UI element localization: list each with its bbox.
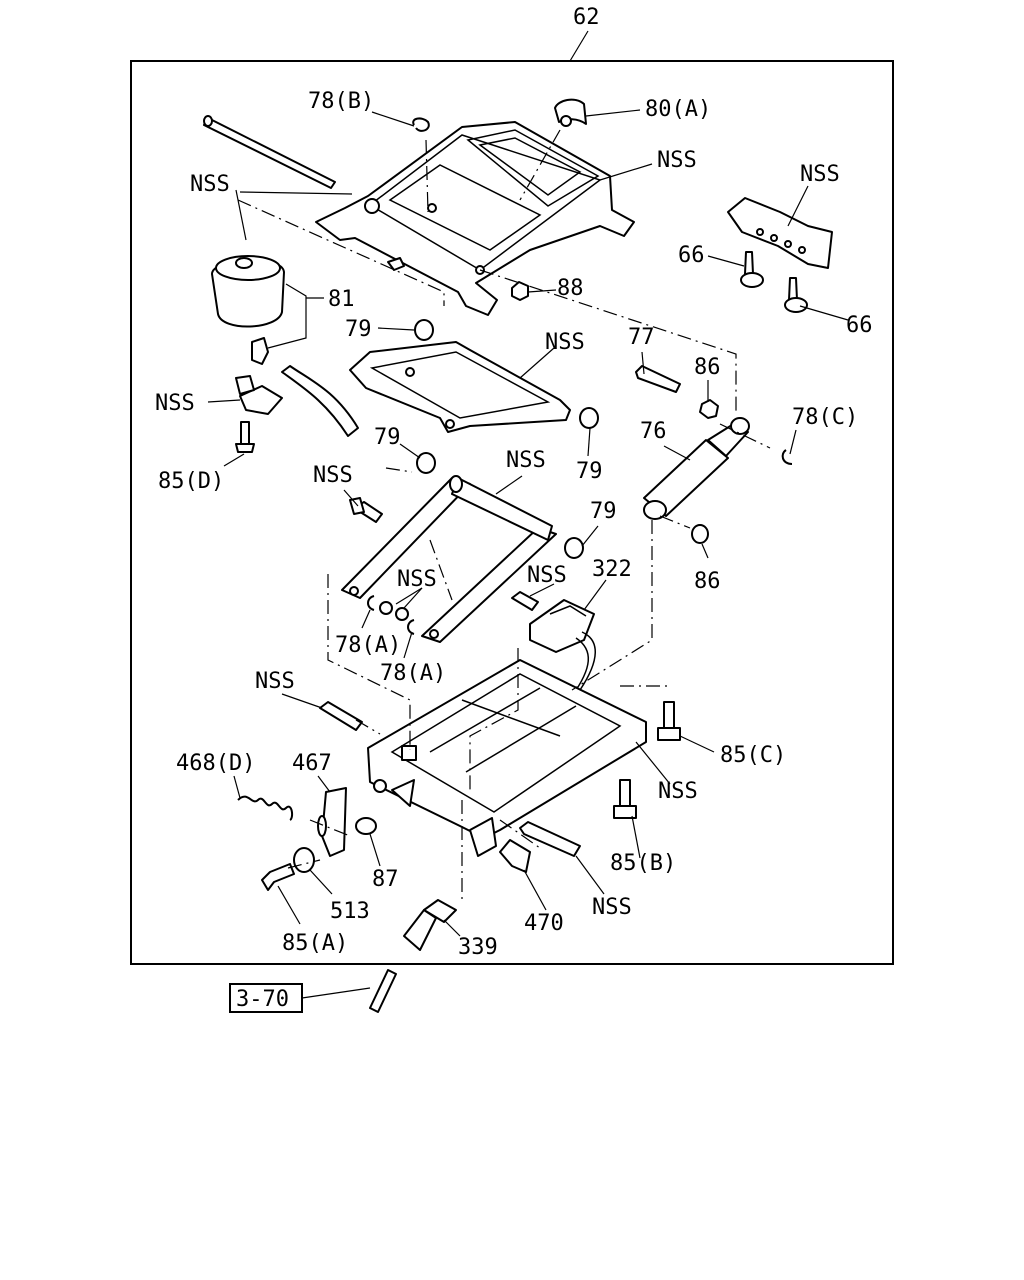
nut-86-lower — [691, 524, 709, 544]
lever-467 — [317, 787, 347, 857]
bolt-66-left — [740, 251, 764, 288]
nut-86-upper — [699, 399, 719, 419]
bushing-79-top — [414, 319, 434, 341]
fitting-339 — [403, 899, 457, 951]
leader-lines — [207, 109, 849, 999]
label-78b: 78(B) — [308, 89, 374, 114]
label-85c: 85(C) — [720, 743, 786, 768]
label-86-upper: 86 — [694, 355, 721, 380]
label-nss-shaft: NSS — [255, 669, 295, 694]
scissor-arm-assembly — [341, 475, 557, 643]
bushing-79-right — [579, 407, 599, 429]
label-513: 513 — [330, 899, 370, 924]
label-nss-bushing: NSS — [397, 567, 437, 592]
label-79-right: 79 — [576, 459, 603, 484]
clip-bracket — [235, 375, 283, 415]
clip-470 — [499, 839, 531, 873]
reference-label: 3-70 — [236, 987, 289, 1012]
valve-322 — [529, 599, 596, 697]
ring-87 — [355, 817, 377, 835]
spring-468d — [237, 795, 294, 821]
bolt-85c — [657, 701, 681, 741]
label-79-mid: 79 — [374, 425, 401, 450]
bracket-right — [727, 197, 833, 269]
bolt-85d — [235, 421, 255, 453]
label-nss-rod: NSS — [190, 172, 230, 197]
assembly-lines — [237, 129, 771, 900]
label-76: 76 — [640, 419, 667, 444]
shaft-upper — [319, 701, 363, 731]
reference-slash-mark — [369, 969, 397, 1013]
label-nss-base: NSS — [658, 779, 698, 804]
bushing-79-lower — [564, 537, 584, 559]
label-nss-clip: NSS — [155, 391, 195, 416]
label-79-top: 79 — [345, 317, 372, 342]
label-nss-bottom: NSS — [592, 895, 632, 920]
bolt-85b — [613, 779, 637, 819]
label-85a: 85(A) — [282, 931, 348, 956]
label-78c: 78(C) — [792, 405, 858, 430]
label-87: 87 — [372, 867, 399, 892]
label-77: 77 — [628, 325, 655, 350]
label-88: 88 — [557, 276, 584, 301]
e-clip-78a-right — [407, 619, 415, 635]
label-86-lower: 86 — [694, 569, 721, 594]
base-frame — [367, 659, 647, 857]
washer-513 — [293, 847, 315, 873]
label-79-lower: 79 — [590, 499, 617, 524]
bolt-85a — [261, 863, 295, 891]
label-78a-left: 78(A) — [335, 633, 401, 658]
air-spring-81 — [211, 255, 285, 365]
e-clip-78b — [412, 117, 430, 132]
label-nss-upper-frame: NSS — [545, 330, 585, 355]
bushing-small-a — [379, 601, 393, 615]
label-81: 81 — [328, 287, 355, 312]
air-hose — [281, 365, 359, 437]
label-nss-pin: NSS — [527, 563, 567, 588]
bolt-scissor — [349, 497, 383, 523]
diagram-frame — [130, 60, 894, 965]
label-nss-bolt: NSS — [313, 463, 353, 488]
label-nss-scissor: NSS — [506, 448, 546, 473]
bushing-small-b — [395, 607, 409, 621]
upper-seat-frame — [315, 121, 635, 316]
e-clip-78c — [781, 449, 793, 465]
label-85d: 85(D) — [158, 469, 224, 494]
label-467: 467 — [292, 751, 332, 776]
long-rod — [203, 115, 336, 189]
nut-88 — [511, 281, 529, 301]
label-322: 322 — [592, 557, 632, 582]
label-80a: 80(A) — [645, 97, 711, 122]
label-339: 339 — [458, 935, 498, 960]
cap-80a — [554, 98, 587, 127]
e-clip-78a-left — [367, 595, 375, 611]
label-468d: 468(D) — [176, 751, 255, 776]
label-66-right: 66 — [846, 313, 873, 338]
upper-cross-frame — [349, 341, 571, 433]
label-78a-right: 78(A) — [380, 661, 446, 686]
shaft-lower — [519, 821, 581, 857]
shock-absorber-76 — [643, 417, 750, 520]
pin-scissor — [511, 591, 539, 611]
label-66-left: 66 — [678, 243, 705, 268]
pin-77 — [635, 365, 681, 393]
part-labels: 78(B) 80(A) NSS NSS NSS 66 66 88 81 79 N… — [155, 89, 873, 960]
reference-box — [229, 983, 303, 1013]
label-470: 470 — [524, 911, 564, 936]
assembly-number: 62 — [573, 5, 600, 30]
label-nss-top: NSS — [657, 148, 697, 173]
label-85b: 85(B) — [610, 851, 676, 876]
bolt-66-right — [784, 277, 808, 313]
bushing-79-mid — [416, 452, 436, 474]
label-nss-bracket: NSS — [800, 162, 840, 187]
